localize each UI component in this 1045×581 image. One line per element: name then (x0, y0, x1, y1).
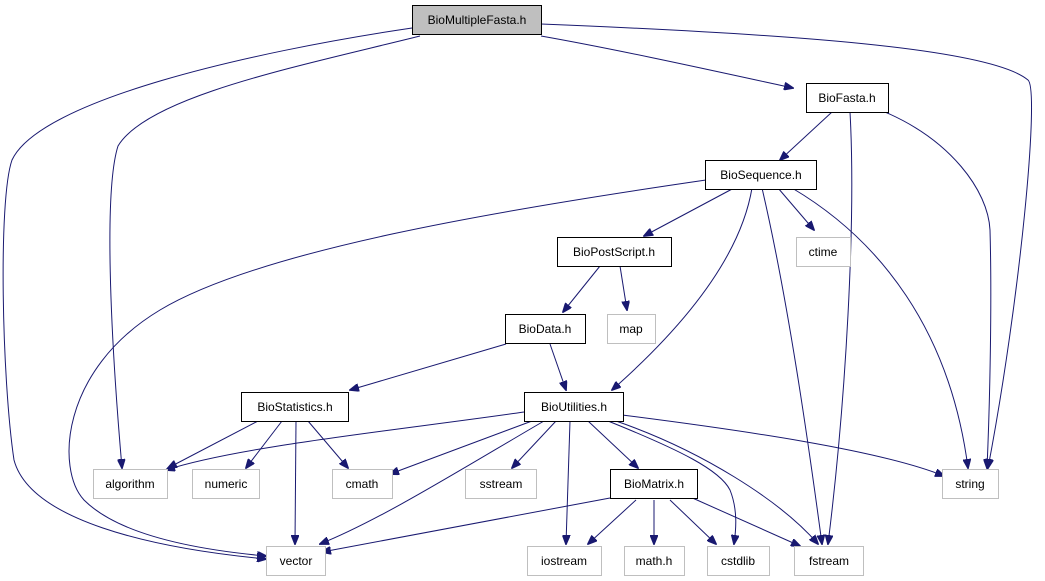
node-algorithm[interactable]: algorithm (93, 469, 168, 499)
edge-biodata-to-biostatistics (350, 343, 507, 390)
edge-biopostscript-to-biodata (563, 265, 601, 312)
edge-biosequence-to-fstream (761, 187, 822, 544)
node-label: fstream (809, 554, 849, 568)
node-biofasta[interactable]: BioFasta.h (806, 83, 889, 113)
edge-biomatrix-to-fstream (687, 495, 800, 546)
edge-biopostscript-to-map (619, 265, 627, 310)
node-label: BioUtilities.h (541, 400, 607, 414)
edge-biostatistics-to-vector (295, 420, 296, 544)
node-label: BioStatistics.h (257, 400, 332, 414)
edge-biomultiplefasta-to-vector (2, 27, 413, 559)
nodes-layer: BioMultipleFasta.h BioFasta.h BioSequenc… (93, 5, 999, 576)
node-label: vector (280, 554, 313, 568)
edge-biomatrix-to-cstdlib (669, 499, 716, 544)
edge-biosequence-to-biopostscript (644, 187, 735, 236)
edge-biomultiplefasta-to-string (540, 23, 1033, 468)
edge-biostatistics-to-algorithm (168, 420, 259, 468)
edge-bioutilities-to-vector (320, 420, 545, 544)
edge-bioutilities-to-string (621, 414, 944, 476)
node-string[interactable]: string (942, 469, 999, 499)
node-label: algorithm (105, 477, 154, 491)
node-cmath[interactable]: cmath (332, 469, 393, 499)
edge-biosequence-to-ctime (777, 187, 814, 230)
node-label: string (955, 477, 984, 491)
node-mathh[interactable]: math.h (624, 546, 685, 576)
node-sstream[interactable]: sstream (465, 469, 537, 499)
node-label: sstream (480, 477, 523, 491)
edge-biosequence-to-bioutilities (612, 187, 753, 390)
node-biosequence[interactable]: BioSequence.h (705, 160, 817, 190)
edge-biomultiplefasta-to-biofasta (540, 35, 793, 88)
edge-biofasta-to-fstream (828, 111, 853, 544)
node-label: iostream (541, 554, 587, 568)
node-label: BioMultipleFasta.h (428, 13, 527, 27)
edge-bioutilities-to-iostream (566, 420, 571, 544)
node-label: BioData.h (519, 322, 572, 336)
edge-biofasta-to-string (884, 111, 991, 468)
node-biomatrix[interactable]: BioMatrix.h (610, 469, 698, 499)
edges-layer (2, 23, 1033, 559)
edge-bioutilities-to-biomatrix (587, 420, 638, 468)
edge-biosequence-to-string (791, 187, 968, 468)
edge-biomultiplefasta-to-algorithm (109, 35, 421, 468)
edge-bioutilities-to-algorithm (166, 411, 525, 470)
node-iostream[interactable]: iostream (527, 546, 602, 576)
node-label: math.h (636, 554, 673, 568)
node-label: numeric (205, 477, 248, 491)
edge-biodata-to-bioutilities (549, 343, 566, 390)
node-label: BioFasta.h (818, 91, 875, 105)
node-label: BioMatrix.h (624, 477, 684, 491)
edge-biomatrix-to-vector (322, 497, 611, 552)
node-map[interactable]: map (607, 314, 656, 344)
node-label: cmath (346, 477, 379, 491)
edge-bioutilities-to-sstream (512, 420, 557, 468)
node-label: BioSequence.h (720, 168, 801, 182)
node-label: BioPostScript.h (573, 245, 655, 259)
edge-biofasta-to-biosequence (780, 111, 833, 160)
node-label: map (619, 322, 643, 336)
edge-biomatrix-to-iostream (588, 499, 637, 544)
node-label: cstdlib (721, 554, 755, 568)
edge-biostatistics-to-cmath (307, 420, 348, 468)
node-vector[interactable]: vector (266, 546, 326, 576)
node-numeric[interactable]: numeric (192, 469, 260, 499)
node-cstdlib[interactable]: cstdlib (707, 546, 770, 576)
node-ctime[interactable]: ctime (796, 237, 851, 267)
node-biostatistics[interactable]: BioStatistics.h (241, 392, 349, 422)
edge-biosequence-to-vector (68, 179, 707, 556)
node-fstream[interactable]: fstream (794, 546, 864, 576)
node-bioutilities[interactable]: BioUtilities.h (524, 392, 624, 422)
edge-biostatistics-to-numeric (246, 420, 283, 468)
node-biodata[interactable]: BioData.h (505, 314, 586, 344)
node-biopostscript[interactable]: BioPostScript.h (557, 237, 672, 267)
edge-bioutilities-to-cmath (390, 420, 533, 474)
node-label: ctime (809, 245, 838, 259)
edge-bioutilities-to-cstdlib (607, 420, 736, 544)
edge-bioutilities-to-fstream (615, 420, 818, 544)
node-biomultiplefasta[interactable]: BioMultipleFasta.h (412, 5, 542, 35)
